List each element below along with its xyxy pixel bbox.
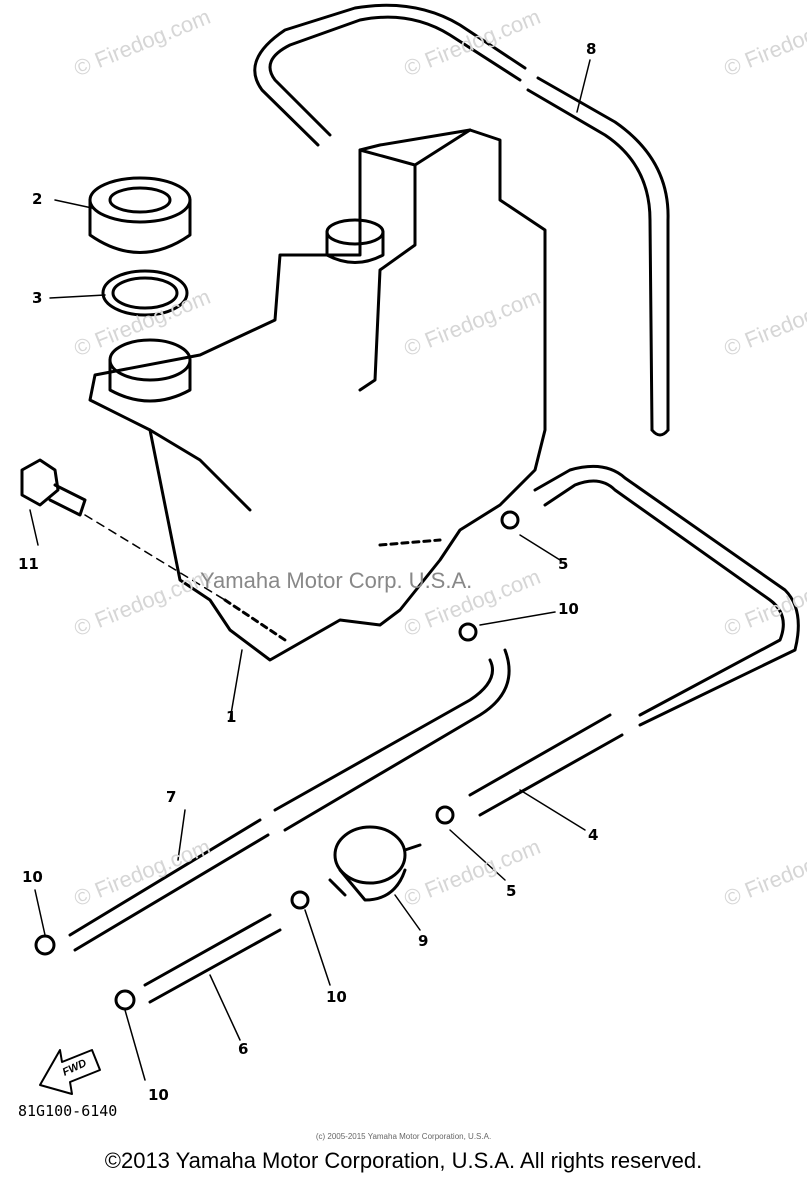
hose-6: [143, 913, 282, 1004]
callout-10-left: 10: [22, 868, 43, 886]
callout-5-top: 5: [558, 555, 569, 573]
callout-8: 8: [586, 40, 597, 58]
callout-2: 2: [32, 190, 43, 208]
callout-1: 1: [226, 708, 237, 726]
fwd-arrow-icon: [39, 1049, 101, 1095]
callout-10-bottom: 10: [148, 1086, 169, 1104]
callout-5-bottom: 5: [506, 882, 517, 900]
gasket-3: [101, 269, 189, 317]
hose-right: [533, 464, 800, 727]
callout-10-top: 10: [558, 600, 579, 618]
callout-11: 11: [18, 555, 39, 573]
leader-lines: [29, 59, 591, 1081]
reservoir-tank-1: [88, 128, 547, 662]
hose-7: [68, 648, 511, 952]
hose-4: [468, 713, 624, 817]
callout-3: 3: [32, 289, 43, 307]
tank-cap-2: [88, 176, 192, 254]
part-code: 81G100-6140: [18, 1102, 118, 1120]
copyright-notice: ©2013 Yamaha Motor Corporation, U.S.A. A…: [104, 1148, 703, 1173]
overlay-watermark-text: Yamaha Motor Corp. U.S.A.: [200, 568, 473, 593]
callout-4: 4: [588, 826, 599, 844]
callout-10-center: 10: [326, 988, 347, 1006]
valve-9: [328, 825, 422, 902]
callout-9: 9: [418, 932, 429, 950]
clamps: [34, 510, 520, 1011]
hose-8: [253, 3, 670, 437]
small-copyright: (c) 2005-2015 Yamaha Motor Corporation, …: [315, 1132, 492, 1141]
callout-7: 7: [166, 788, 177, 806]
callout-6: 6: [238, 1040, 249, 1058]
bolt-11: [20, 458, 87, 517]
